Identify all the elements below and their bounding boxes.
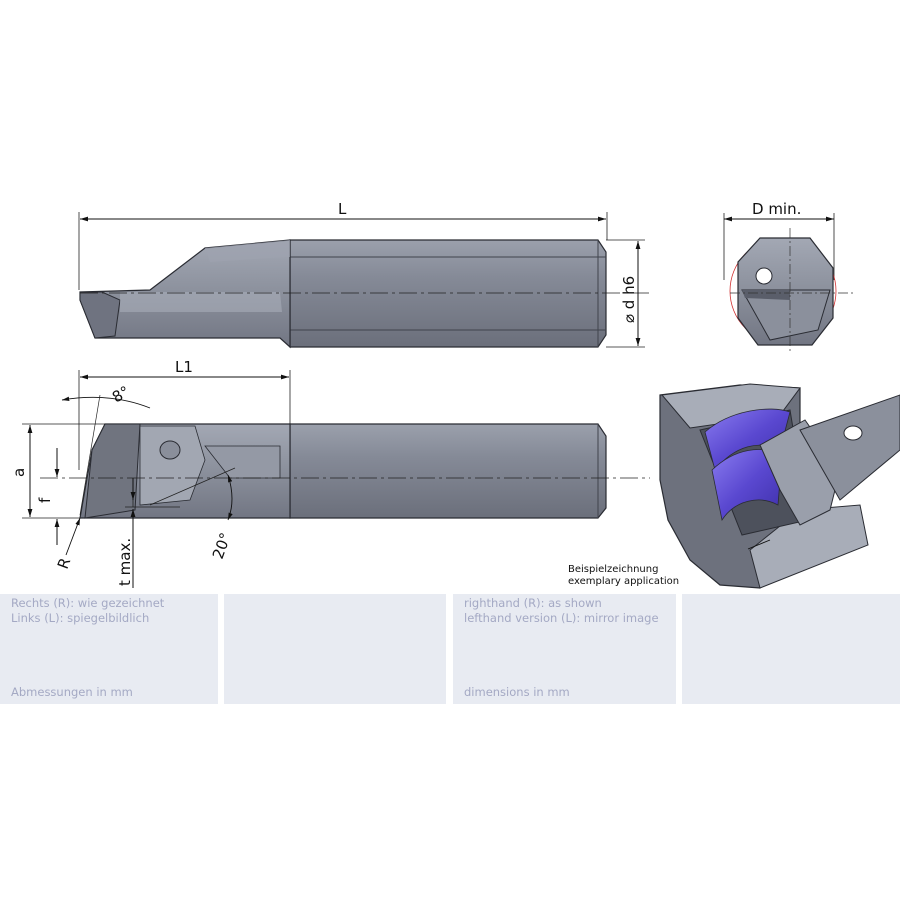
info-de-units: Abmessungen in mm xyxy=(11,685,133,699)
info-en-line1: righthand (R): as shown xyxy=(464,596,602,610)
tool-side-view xyxy=(40,423,650,519)
dim-L1-label: L1 xyxy=(175,358,193,376)
dim-L-label: L xyxy=(338,200,347,218)
example-caption-de: Beispielzeichnung xyxy=(568,564,658,575)
tool-end-view: D min. xyxy=(723,200,855,352)
dim-f-label: f xyxy=(36,497,54,503)
info-de-line1: Rechts (R): wie gezeichnet xyxy=(11,596,165,610)
info-panel-en: righthand (R): as shown lefthand version… xyxy=(453,594,676,704)
tool-top-view xyxy=(79,239,650,349)
info-en-line2: lefthand version (L): mirror image xyxy=(464,611,659,625)
example-application-illustration: Beispielzeichnung exemplary application xyxy=(568,383,900,589)
dim-a-label: a xyxy=(10,468,28,477)
info-en-units: dimensions in mm xyxy=(464,685,570,699)
dim-angle-8-label: 8° xyxy=(109,382,133,406)
dim-angle-20-label: 20° xyxy=(209,530,235,561)
dim-R-label: R xyxy=(54,555,74,571)
example-caption-en: exemplary application xyxy=(568,576,679,587)
info-de-line2: Links (L): spiegelbildlich xyxy=(11,611,150,625)
dim-d-label: ⌀ d h6 xyxy=(620,276,638,323)
info-panel-blank-1 xyxy=(224,594,446,704)
info-panel-de: Rechts (R): wie gezeichnet Links (L): sp… xyxy=(0,594,218,704)
info-panel-blank-2 xyxy=(682,594,900,704)
dim-Dmin-label: D min. xyxy=(752,200,801,218)
dim-tmax-label: t max. xyxy=(116,538,134,586)
technical-drawing: L ⌀ d h6 D min. L1 8° a xyxy=(10,200,900,589)
